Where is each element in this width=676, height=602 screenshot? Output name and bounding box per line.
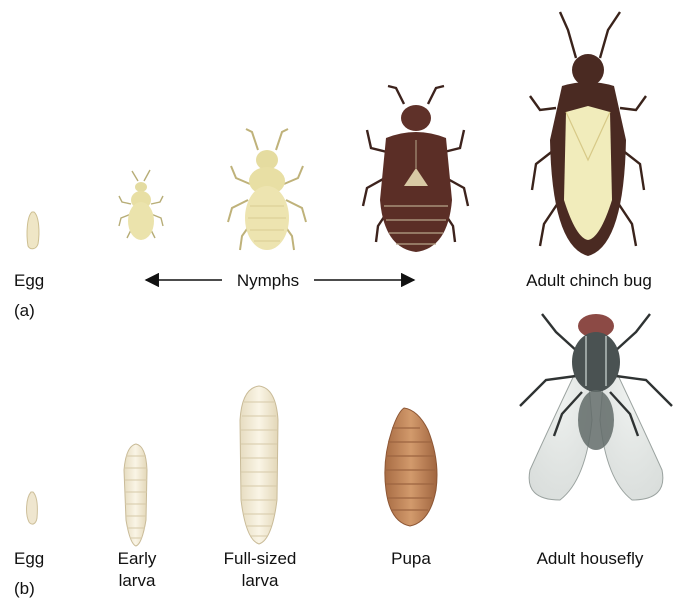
housefly-egg-illustration	[27, 492, 38, 524]
pupa-label: Pupa	[391, 549, 431, 568]
adult-housefly-label: Adult housefly	[537, 549, 644, 568]
medium-nymph-illustration	[228, 129, 306, 250]
full-sized-larva-illustration	[240, 386, 278, 544]
small-nymph-illustration	[119, 170, 163, 240]
pupa-illustration	[385, 408, 437, 526]
nymphs-label: Nymphs	[237, 271, 299, 290]
adult-chinch-bug-illustration	[530, 12, 646, 256]
large-nymph-illustration	[363, 86, 468, 252]
panel-a-tag: (a)	[14, 301, 35, 320]
early-larva-label-line2: larva	[119, 571, 156, 590]
early-larva-illustration	[124, 444, 147, 546]
chinch-bug-egg-illustration	[27, 212, 39, 249]
adult-chinch-bug-label: Adult chinch bug	[526, 271, 652, 290]
panel-a-egg-label: Egg	[14, 271, 44, 290]
panel-b-tag: (b)	[14, 579, 35, 598]
adult-housefly-illustration	[520, 314, 672, 500]
panel-b-egg-label: Egg	[14, 549, 44, 568]
full-sized-larva-label-line2: larva	[242, 571, 279, 590]
full-sized-larva-label-line1: Full-sized	[224, 549, 297, 568]
early-larva-label-line1: Early	[118, 549, 157, 568]
